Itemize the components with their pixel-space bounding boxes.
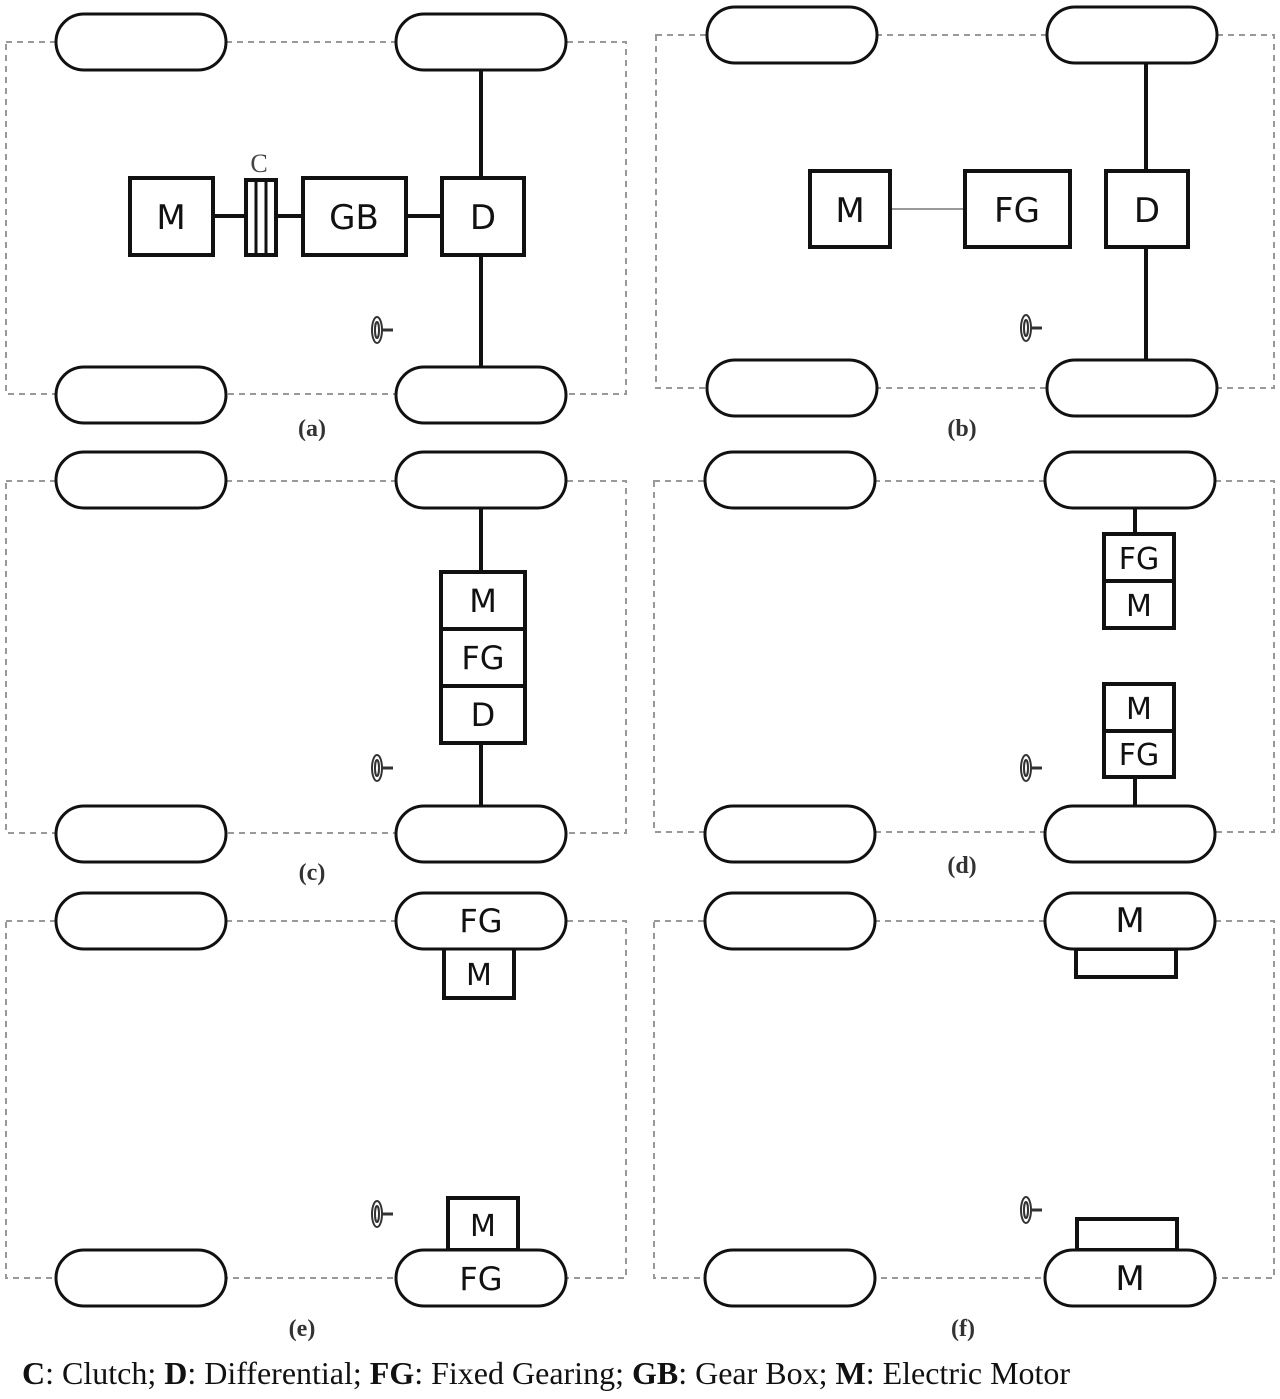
motor-label: M (835, 191, 864, 231)
chassis-outline (653, 920, 1275, 1279)
differential-label: D (470, 198, 496, 238)
wheel-rear-right (394, 365, 568, 425)
legend: C: Clutch; D: Differential; FG: Fixed Ge… (0, 1350, 1280, 1396)
gearbox-box (301, 176, 408, 257)
wheel-rear-right (394, 804, 568, 864)
front-motor-label: M (466, 958, 492, 993)
wheel-front-right (394, 891, 568, 951)
differential-label: D (1134, 191, 1160, 231)
wheel-front-left (705, 5, 879, 65)
chassis-outline (5, 920, 627, 1279)
wheel-rear-left (54, 804, 228, 864)
differential-box (1104, 169, 1190, 249)
legend-key: D (164, 1355, 188, 1391)
wheel-front-right (1043, 891, 1217, 951)
front-motor-label: M (1126, 589, 1152, 624)
panel-b: M FG D (b) (655, 5, 1275, 442)
panel-d: FG M M FG (d) (653, 450, 1275, 879)
rear-motor-label: M (470, 1209, 496, 1244)
panel-e: M FG M FG (e) (5, 891, 627, 1342)
steering-wheel-icon (1019, 313, 1044, 343)
legend-key: FG (369, 1355, 415, 1391)
wheel-front-left (54, 891, 228, 951)
wheel-rear-left (703, 804, 877, 864)
legend-key: GB (631, 1355, 679, 1391)
fixed-gearing-box (963, 169, 1072, 249)
legend-desc: : Gear Box; (678, 1355, 836, 1391)
front-fixed-gearing-label: FG (459, 902, 502, 940)
wheel-rear-left (705, 358, 879, 418)
fixed-gearing-box (439, 627, 527, 688)
front-hub-plate (1074, 947, 1178, 979)
legend-desc: : Clutch; (45, 1355, 165, 1391)
differential-box (439, 684, 527, 745)
wheel-rear-right (1043, 804, 1217, 864)
rear-motor-label: M (1115, 1259, 1144, 1299)
panel-label: (f) (951, 1316, 975, 1342)
steering-wheel-icon (370, 753, 395, 783)
differential-box (440, 176, 526, 257)
motor-box (128, 176, 215, 257)
panel-label: (a) (298, 416, 326, 442)
wheel-front-right (1043, 450, 1217, 510)
panel-a: M C GB D (a) (5, 12, 627, 442)
legend-key: M (835, 1355, 866, 1391)
wheel-front-left (54, 12, 228, 72)
wheel-front-right (1045, 5, 1219, 65)
rear-motor-box (1102, 682, 1176, 733)
chassis-outline (5, 41, 627, 395)
panel-f: M M (f) (653, 891, 1275, 1342)
wheel-rear-right (394, 1248, 568, 1308)
wheel-rear-left (54, 1248, 228, 1308)
legend-desc: : Fixed Gearing; (414, 1355, 632, 1391)
wheel-front-left (703, 450, 877, 510)
wheel-front-right (394, 450, 568, 510)
rear-hub-plate (1075, 1217, 1179, 1252)
legend-desc: : Electric Motor (865, 1355, 1071, 1391)
steering-wheel-icon (370, 1199, 395, 1229)
steering-wheel-icon (370, 315, 395, 345)
rear-motor-label: M (1126, 692, 1152, 727)
wheel-rear-left (703, 1248, 877, 1308)
front-motor-label: M (1115, 901, 1144, 941)
rear-fixed-gearing-label: FG (1119, 738, 1160, 773)
fixed-gearing-label: FG (461, 639, 504, 677)
motor-label: M (469, 582, 497, 620)
wheel-front-right (394, 12, 568, 72)
chassis-outline (655, 34, 1275, 389)
steering-wheel-icon (1019, 753, 1044, 783)
front-motor-box (1102, 579, 1176, 630)
front-fixed-gearing-label: FG (1119, 542, 1160, 577)
wheel-front-left (54, 450, 228, 510)
panel-label: (d) (947, 853, 976, 879)
rear-fixed-gearing-box (1102, 729, 1176, 779)
panel-label: (b) (947, 416, 976, 442)
differential-label: D (471, 696, 496, 734)
panel-c: M FG D (c) (5, 450, 627, 886)
clutch-label: C (250, 149, 267, 178)
motor-box (808, 169, 892, 249)
steering-wheel-icon (1019, 1195, 1044, 1225)
legend-key: C (22, 1355, 46, 1391)
gearbox-label: GB (329, 198, 379, 238)
chassis-outline (5, 480, 627, 834)
fixed-gearing-label: FG (994, 191, 1040, 231)
wheel-front-left (703, 891, 877, 951)
wheel-rear-left (54, 365, 228, 425)
wheel-rear-right (1045, 358, 1219, 418)
motor-label: M (156, 198, 185, 238)
rear-fixed-gearing-label: FG (459, 1260, 502, 1298)
clutch (244, 178, 278, 257)
chassis-outline (653, 480, 1275, 833)
motor-box (439, 570, 527, 631)
wheel-rear-right (1043, 1248, 1217, 1308)
legend-desc: : Differential; (187, 1355, 370, 1391)
panel-label: (c) (299, 860, 326, 886)
panel-label: (e) (289, 1316, 316, 1342)
